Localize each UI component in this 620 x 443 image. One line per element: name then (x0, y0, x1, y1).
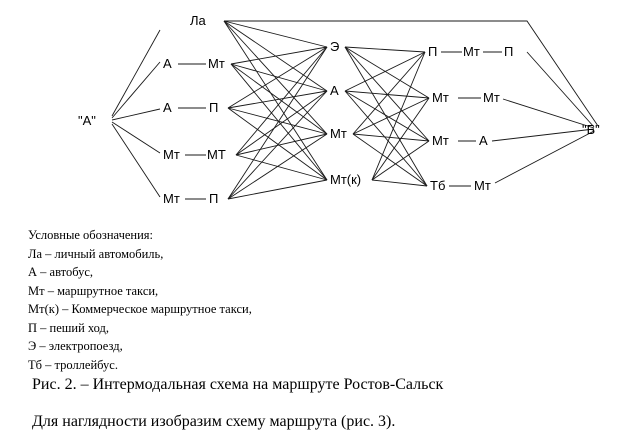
edge-start-a-p (111, 108, 161, 121)
legend: Условные обозначения: Ла – личный автомо… (28, 226, 252, 374)
mesh-left-edge-2-0 (227, 46, 328, 109)
edge-la-direct (224, 20, 599, 127)
legend-item-la: Ла – личный автомобиль, (28, 246, 164, 261)
edge-right-mt (502, 98, 595, 129)
edge-right-a (491, 128, 595, 142)
mesh-left-edge-4-2 (227, 133, 328, 200)
left-route-mt-mt-right: МТ (207, 147, 226, 162)
mesh-left-edge-2-2 (227, 107, 328, 135)
left-route-mt-p-right: П (209, 191, 218, 206)
legend-item-e: Э – электропоезд, (28, 339, 123, 353)
edge-start-top (111, 29, 161, 117)
mesh-left-edge-3-3 (235, 154, 328, 181)
legend-item-a: А – автобус, (28, 265, 94, 279)
edge-start-a-mt (111, 61, 161, 119)
mesh-left-edge-1-3 (230, 63, 328, 181)
mesh-right-edge-0-0 (344, 46, 426, 53)
mesh-left-edge-0-2 (223, 20, 328, 135)
mesh-left-edge-1-0 (230, 46, 328, 65)
mesh-left-edge-0-3 (223, 20, 328, 181)
edge-right-tb (494, 130, 595, 184)
mesh-left-edge-3-0 (235, 46, 328, 156)
mesh-left-edge-4-0 (227, 46, 328, 200)
mesh-right-edge-3-1 (371, 97, 430, 181)
middle-node-mtk: Мт(к) (330, 172, 361, 187)
mesh-left-edge-4-1 (227, 90, 328, 200)
mesh-right-edge-2-3 (352, 133, 428, 187)
legend-item-tb: Тб – троллейбус. (28, 357, 118, 372)
mesh-right-edge-2-0 (352, 51, 426, 135)
left-route-mt-p-left: Мт (163, 191, 180, 206)
route-diagram: "А" "Б" Ла А Мт А П Мт МТ Мт П Э А Мт Мт… (78, 13, 600, 206)
diagram-edges (111, 20, 599, 200)
mesh-right-edge-3-2 (371, 140, 430, 181)
middle-node-mt: Мт (330, 126, 347, 141)
legend-item-p: П – пеший ход, (28, 320, 110, 335)
mesh-left-edge-2-1 (227, 90, 328, 109)
right-route-p-mt-p-3: П (504, 44, 513, 59)
left-route-mt-mt-left: Мт (163, 147, 180, 162)
mesh-right-edge-1-0 (344, 51, 426, 92)
right-route-p-mt-p-2: Мт (463, 44, 480, 59)
mesh-right-edge-0-3 (344, 46, 428, 187)
mesh-right-edge-3-0 (371, 51, 426, 181)
right-route-mt-a-2: А (479, 133, 488, 148)
mesh-left-edge-1-1 (230, 63, 328, 92)
right-route-p-mt-p-1: П (428, 44, 437, 59)
mesh-right-edge-2-2 (352, 133, 430, 142)
left-route-a-mt-left: А (163, 56, 172, 71)
right-route-mt-a-1: Мт (432, 133, 449, 148)
mesh-right-edge-3-3 (371, 179, 428, 187)
legend-item-mtk: Мт(к) – Коммерческое маршрутное такси, (28, 302, 252, 316)
right-route-tb-mt-1: Тб (430, 178, 445, 193)
middle-node-a: А (330, 83, 339, 98)
figure-caption: Рис. 2. – Интермодальная схема на маршру… (32, 376, 444, 393)
legend-item-mt: Мт – маршрутное такси, (28, 283, 159, 298)
left-route-a-p-right: П (209, 100, 218, 115)
left-route-a-p-left: А (163, 100, 172, 115)
mesh-left-edge-3-1 (235, 90, 328, 156)
start-node: "А" (78, 113, 96, 128)
mesh-right-edge-0-1 (344, 46, 430, 99)
middle-node-e: Э (330, 39, 339, 54)
body-paragraph: Для наглядности изобразим схему маршрута… (32, 413, 396, 430)
left-route-a-mt-right: Мт (208, 56, 225, 71)
diagram-mesh (223, 20, 430, 200)
right-route-mt-mt-1: Мт (432, 90, 449, 105)
legend-title: Условные обозначения: (28, 228, 154, 242)
right-route-tb-mt-2: Мт (474, 178, 491, 193)
mesh-left-edge-4-3 (227, 179, 328, 200)
mesh-right-edge-1-3 (344, 90, 428, 187)
left-route-la: Ла (190, 13, 207, 28)
end-node: "Б" (582, 122, 600, 137)
mesh-right-edge-1-2 (344, 90, 430, 142)
mesh-right-edge-2-1 (352, 97, 430, 135)
edge-start-mt-p (111, 123, 161, 198)
edge-right-top (526, 51, 595, 128)
mesh-left-edge-2-3 (227, 107, 328, 181)
mesh-left-edge-3-2 (235, 133, 328, 156)
edge-start-mt-mt (111, 121, 161, 154)
right-route-mt-mt-2: Мт (483, 90, 500, 105)
mesh-left-edge-0-0 (223, 20, 328, 48)
mesh-right-edge-1-1 (344, 90, 430, 99)
mesh-right-edge-0-2 (344, 46, 430, 142)
